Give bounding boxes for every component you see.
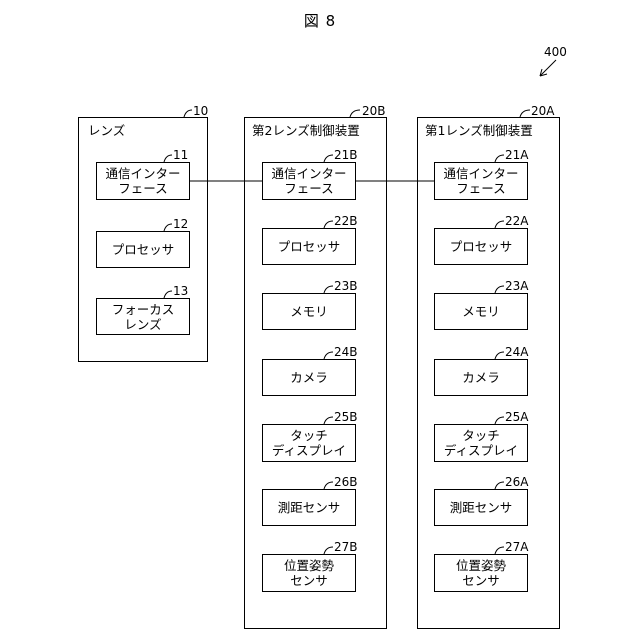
first-controller-ref: 20A: [531, 104, 554, 118]
second-controller-component-ref: 21B: [334, 148, 358, 162]
first-controller-title: 第1レンズ制御装置: [425, 124, 533, 138]
lens-component-ref: 12: [173, 217, 188, 231]
second-controller-component-ref: 25B: [334, 410, 358, 424]
lens-component-ref: 11: [173, 148, 188, 162]
second-controller-component-ref: 22B: [334, 214, 358, 228]
second-position-attitude-sensor-box: 位置姿勢 センサ: [262, 554, 356, 592]
first-ranging-sensor-box: 測距センサ: [434, 489, 528, 526]
first-communication-interface-box: 通信インター フェース: [434, 162, 528, 200]
second-controller-component-ref: 23B: [334, 279, 358, 293]
second-controller-leader: [350, 110, 360, 117]
system-ref-label: 400: [544, 45, 567, 59]
system-ref-arrow: [540, 60, 556, 76]
second-controller-title: 第2レンズ制御装置: [252, 124, 360, 138]
figure-title: 図 8: [0, 10, 640, 31]
lens-focus-lens-box: フォーカス レンズ: [96, 298, 190, 335]
second-controller-component-ref: 26B: [334, 475, 358, 489]
second-ranging-sensor-box: 測距センサ: [262, 489, 356, 526]
first-processor-box: プロセッサ: [434, 228, 528, 265]
lens-component-ref: 13: [173, 284, 188, 298]
first-controller-component-ref: 25A: [505, 410, 528, 424]
second-touch-display-box: タッチ ディスプレイ: [262, 424, 356, 462]
lens-group-title: レンズ: [88, 124, 125, 138]
first-controller-component-ref: 24A: [505, 345, 528, 359]
first-controller-component-ref: 23A: [505, 279, 528, 293]
second-controller-component-ref: 27B: [334, 540, 358, 554]
first-controller-component-ref: 22A: [505, 214, 528, 228]
first-camera-box: カメラ: [434, 359, 528, 396]
lens-processor-box: プロセッサ: [96, 231, 190, 268]
lens-group-ref: 10: [193, 104, 208, 118]
system-ref-arrowhead: [540, 69, 547, 76]
second-controller-component-ref: 24B: [334, 345, 358, 359]
first-controller-component-ref: 21A: [505, 148, 528, 162]
lens-group-leader: [184, 110, 192, 117]
first-controller-leader: [520, 110, 530, 117]
second-controller-ref: 20B: [362, 104, 386, 118]
first-controller-component-ref: 27A: [505, 540, 528, 554]
second-memory-box: メモリ: [262, 293, 356, 330]
first-memory-box: メモリ: [434, 293, 528, 330]
first-touch-display-box: タッチ ディスプレイ: [434, 424, 528, 462]
second-processor-box: プロセッサ: [262, 228, 356, 265]
first-position-attitude-sensor-box: 位置姿勢 センサ: [434, 554, 528, 592]
first-controller-component-ref: 26A: [505, 475, 528, 489]
second-communication-interface-box: 通信インター フェース: [262, 162, 356, 200]
lens-communication-interface-box: 通信インター フェース: [96, 162, 190, 200]
second-camera-box: カメラ: [262, 359, 356, 396]
